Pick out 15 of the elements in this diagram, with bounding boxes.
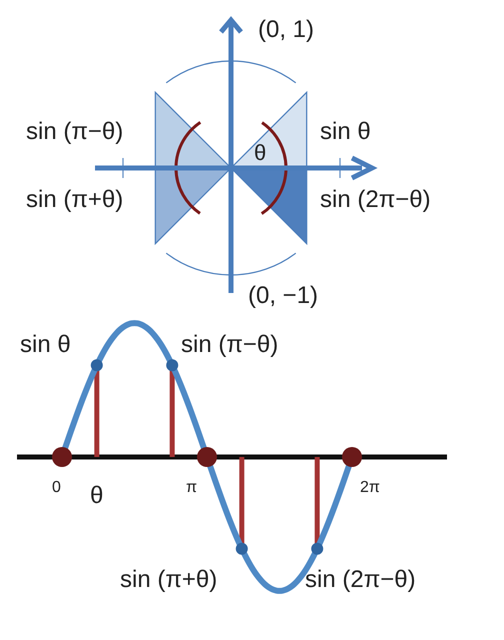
math-label: 2π bbox=[360, 480, 380, 496]
math-label: sin θ bbox=[20, 333, 71, 357]
math-label: (0, 1) bbox=[258, 18, 314, 42]
math-label: π bbox=[186, 480, 198, 496]
math-label: (0, −1) bbox=[248, 284, 318, 308]
math-label: sin (π+θ) bbox=[26, 188, 124, 212]
math-label: sin (π+θ) bbox=[120, 568, 218, 592]
math-label: θ bbox=[254, 142, 266, 164]
math-label: 0 bbox=[52, 480, 61, 496]
math-label: sin (2π−θ) bbox=[320, 188, 431, 212]
math-label: sin θ bbox=[320, 120, 371, 144]
math-label: sin (π−θ) bbox=[181, 333, 278, 357]
math-label: sin (π−θ) bbox=[26, 120, 124, 144]
math-label: θ bbox=[90, 484, 104, 508]
math-label: sin (2π−θ) bbox=[305, 568, 416, 592]
